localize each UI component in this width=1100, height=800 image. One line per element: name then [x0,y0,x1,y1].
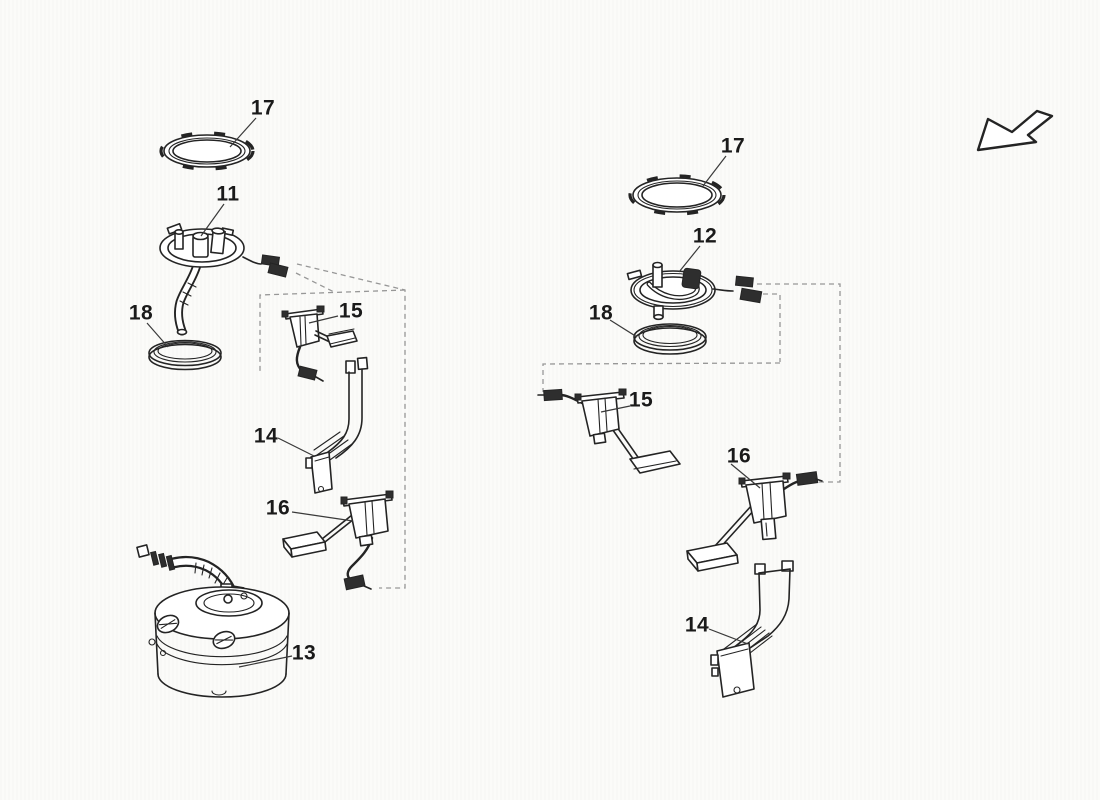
leader-line-level-sensor-left [308,315,339,324]
leader-line-seal-ring-left [146,322,169,348]
seal-ring-left-drawing [148,339,222,371]
level-sender-left-drawing [282,490,394,591]
leader-line-level-sender-right [730,463,761,489]
leader-line-fuel-pump [238,655,293,668]
leader-line-locking-ring-right [702,155,727,187]
part-callout-locking-ring-left: 17 [250,96,276,120]
leader-line-seal-ring-right [609,319,638,338]
sender-flange-right-drawing [626,261,763,321]
part-callout-fuel-pump: 13 [291,641,317,665]
direction-arrow-icon [976,109,1054,152]
part-callout-level-sensor-left: 15 [338,299,364,323]
level-sensor-right-drawing [537,388,681,474]
dashed-link-right-connector-inner-run [763,293,781,362]
part-callout-sender-flange-left: 11 [216,182,240,206]
part-callout-sender-flange-right: 12 [692,224,718,248]
locking-ring-left-drawing [159,131,255,171]
part-callout-locking-ring-right: 17 [720,134,746,158]
leader-line-locking-ring-left [229,117,257,148]
level-sender-right-drawing [686,471,823,572]
leader-line-bracket-left [277,437,315,457]
locking-ring-right-drawing [628,174,726,216]
dashed-link-left-connector-to-box-upper [296,263,406,589]
part-callout-bracket-left: 14 [253,424,279,448]
sender-flange-left-drawing [159,222,289,336]
dashed-link-lines [259,263,841,589]
dashed-link-right-box-top-and-left-edge [542,362,781,392]
leader-line-sender-flange-left [200,203,225,237]
leader-line-bracket-right [708,628,749,645]
dashed-link-left-connector-to-box-lower [295,272,335,293]
leader-line-sender-flange-right [678,245,701,273]
bracket-right-drawing [710,560,794,698]
fuel-pump-drawing [136,544,290,698]
part-callout-bracket-right: 14 [684,613,710,637]
dashed-link-left-box-top-and-left-edge [259,289,406,374]
part-callout-level-sensor-right: 15 [628,388,654,412]
part-callout-seal-ring-right: 18 [588,301,614,325]
leader-line-level-sensor-right [600,405,631,413]
part-callout-level-sender-right: 16 [726,444,752,468]
bracket-left-drawing [305,356,369,494]
part-callout-seal-ring-left: 18 [128,301,154,325]
dashed-link-right-connector-outer-run [757,283,841,483]
callout-leader-lines [146,117,761,668]
leader-line-level-sender-left [291,511,354,522]
seal-ring-right-drawing [633,323,707,355]
part-callout-level-sender-left: 16 [265,496,291,520]
